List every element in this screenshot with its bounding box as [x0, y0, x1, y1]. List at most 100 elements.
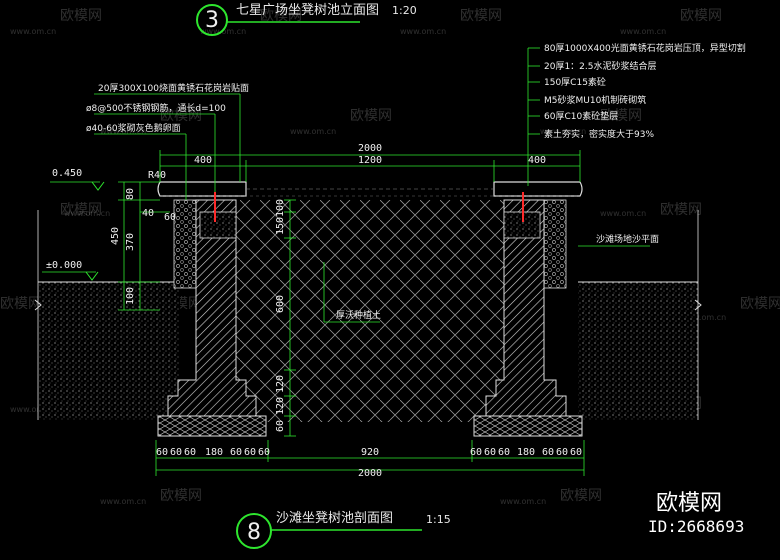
watermark-url: www.om.cn: [620, 27, 666, 36]
elevation-top: 0.450: [50, 168, 105, 191]
bottom-right-dims: 60 60 60 180 60 60 60: [470, 447, 582, 458]
dim-c-60: 60: [275, 420, 286, 432]
watermark-brand: 欧模网: [740, 296, 780, 312]
dim-c-120a: 120: [275, 375, 286, 393]
dim-c-600: 600: [275, 295, 286, 313]
corner-watermark-brand: 欧模网: [656, 491, 722, 516]
title-scale: 1:15: [426, 513, 451, 526]
watermark-brand: 欧模网: [0, 296, 42, 312]
watermark-url: www.om.cn: [10, 27, 56, 36]
watermark-brand: 欧模网: [160, 488, 202, 504]
dim-c-100: 100: [275, 199, 286, 217]
watermark-brand: 欧模网: [60, 202, 102, 218]
ground-left: [38, 282, 180, 420]
elev-ground: ±0.000: [46, 260, 82, 271]
left-footing: [157, 415, 267, 437]
dim-b-right: 60: [470, 447, 482, 458]
dim-b-left: 60: [230, 447, 242, 458]
ground-layer: [34, 210, 702, 420]
dim-b-left: 60: [184, 447, 196, 458]
dim-b-left: 60: [258, 447, 270, 458]
dim-b-left: 60: [170, 447, 182, 458]
label-sand: 沙滩场地沙平面: [596, 233, 659, 245]
bottom-left-dims: 60 60 60 180 60 60 60: [156, 447, 270, 458]
dim-v-370: 370: [125, 233, 136, 251]
dim-b-right: 60: [556, 447, 568, 458]
coping-right: [493, 181, 583, 197]
bottom-dimensions: [155, 440, 585, 476]
callout-left-1: 20厚300X100烧面黄锈石花岗岩贴面: [98, 82, 249, 94]
watermark-url: www.om.cn: [680, 313, 726, 322]
dim-b-left: 180: [205, 447, 223, 458]
right-callouts: 80厚1000X400光面黄锈石花岗岩压顶，异型切割 20厚1：2.5水泥砂浆结…: [527, 42, 746, 186]
ground-right: [578, 282, 698, 420]
dim-b-right: 60: [542, 447, 554, 458]
left-concrete: [199, 211, 237, 239]
dim-b-right: 60: [570, 447, 582, 458]
center-vertical-dims: [284, 199, 296, 437]
watermark-url: www.om.cn: [64, 209, 110, 218]
planting-soil: [236, 200, 504, 422]
top-title: 3 七星广场坐凳树池立面图 1:20: [196, 2, 417, 36]
watermark-brand: 欧模网: [160, 108, 202, 124]
watermark-url: www.om.cn: [10, 405, 56, 414]
label-fill: 厚沃种植土: [336, 309, 381, 321]
dim-b-total: 2000: [358, 468, 382, 479]
title-scale: 1:20: [392, 4, 417, 17]
dim-b-mid: 920: [361, 447, 379, 458]
watermark-url: www.om.cn: [540, 127, 586, 136]
watermark-url: www.om.cn: [100, 497, 146, 506]
dim-h-40: 40: [142, 208, 154, 219]
title-text: 七星广场坐凳树池立面图: [236, 2, 379, 18]
dim-b-right: 60: [484, 447, 496, 458]
left-pebble-facing: [173, 199, 197, 289]
watermark-url: www.om.cn: [500, 497, 546, 506]
watermark-url: www.om.cn: [600, 209, 646, 218]
watermark-brand: 欧模网: [680, 8, 722, 24]
dim-b-right: 60: [498, 447, 510, 458]
dim-top-left: 400: [194, 155, 212, 166]
callout-right-4: M5砂浆MU10机制砖砌筑: [544, 94, 646, 106]
label-radius: R40: [148, 170, 166, 181]
watermark-brand: 欧模网: [350, 108, 392, 124]
dim-v-80: 80: [125, 188, 136, 200]
watermark-brand: 欧模网: [260, 8, 302, 24]
left-vertical-dims: [118, 181, 170, 311]
watermark-brand: 欧模网: [560, 488, 602, 504]
dim-b-left: 60: [156, 447, 168, 458]
dim-top-right: 400: [528, 155, 546, 166]
watermark-brand: 欧模网: [60, 8, 102, 24]
coping-stone: [157, 181, 583, 222]
coping-left: [157, 181, 247, 197]
elev-top: 0.450: [52, 168, 82, 179]
callout-right-2: 20厚1：2.5水泥砂浆结合层: [544, 60, 657, 72]
watermark-brand: 欧模网: [660, 202, 702, 218]
right-footing: [473, 415, 583, 437]
corner-watermark: 欧模网 ID:2668693: [648, 491, 744, 536]
top-dimensions: [159, 150, 581, 182]
elevation-ground: ±0.000: [42, 260, 99, 281]
watermark-url: www.om.cn: [290, 127, 336, 136]
dim-c-120b: 120: [275, 397, 286, 415]
dim-v-100: 100: [125, 287, 136, 305]
title-number: 3: [205, 8, 219, 33]
dim-v-450: 450: [110, 227, 121, 245]
right-wall: [473, 199, 583, 437]
callout-left-3: ø40-60浆砌灰色鹅卵面: [86, 122, 181, 134]
right-pebble-facing: [543, 199, 567, 289]
callout-right-5: 60厚C10素砼垫层: [544, 110, 618, 122]
watermark-url: www.om.cn: [400, 27, 446, 36]
dim-c-150: 150: [275, 217, 286, 235]
dim-top-mid: 1200: [358, 155, 382, 166]
title-number: 8: [247, 520, 261, 545]
bottom-title: 8 沙滩坐凳树池剖面图 1:15: [236, 510, 451, 549]
watermark-brand: 欧模网: [460, 8, 502, 24]
title-number-circle: [196, 4, 228, 36]
callout-right-1: 80厚1000X400光面黄锈石花岗岩压顶，异型切割: [544, 42, 746, 54]
dim-b-left: 60: [244, 447, 256, 458]
title-number-circle: [236, 513, 272, 549]
dim-top-total: 2000: [358, 143, 382, 154]
left-callouts: 20厚300X100烧面黄锈石花岗岩贴面 ø8@500不锈钢钢筋，通长d=100…: [86, 82, 249, 200]
title-text: 沙滩坐凳树池剖面图: [276, 510, 393, 526]
